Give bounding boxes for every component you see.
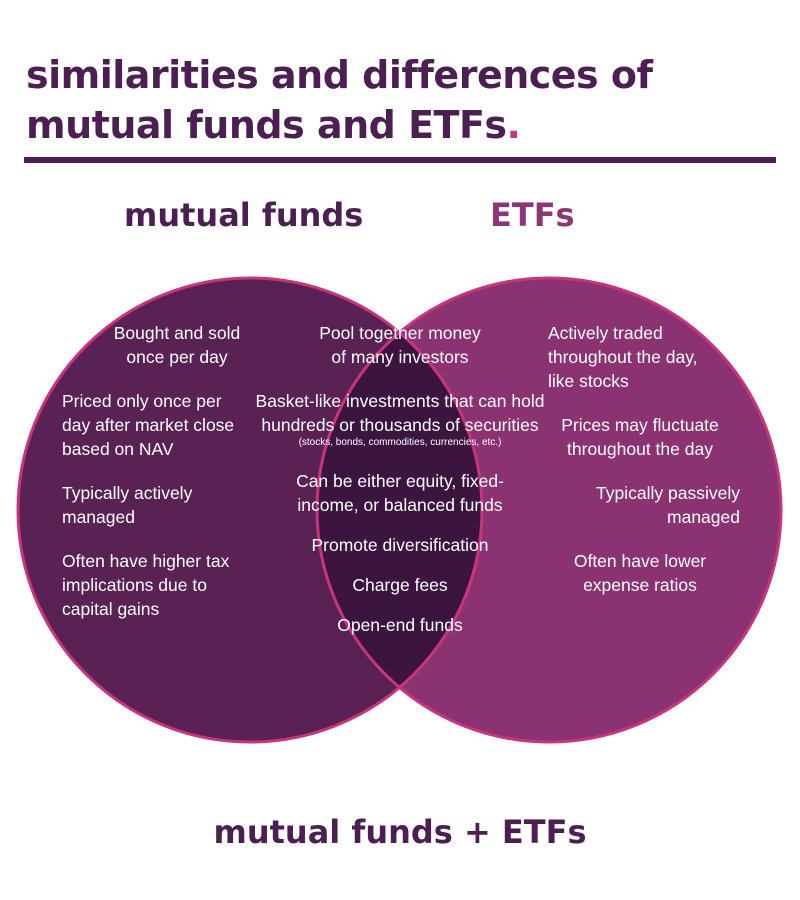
overlap-item: Pool together money of many investors bbox=[319, 323, 481, 367]
mutual-funds-item: Priced only once per day after market cl… bbox=[62, 391, 235, 459]
mutual-funds-item: Often have higher tax implications due t… bbox=[62, 551, 230, 619]
mutual-funds-list: Bought and sold once per day Priced only… bbox=[62, 321, 262, 621]
overlap-label: mutual funds + ETFs bbox=[213, 813, 587, 851]
mutual-funds-label: mutual funds bbox=[124, 196, 364, 234]
overlap-region bbox=[317, 278, 482, 742]
overlap-item: Can be either equity, fixed-income, or b… bbox=[296, 471, 504, 515]
etfs-outline bbox=[315, 276, 783, 744]
etfs-list: Actively traded throughout the day, like… bbox=[540, 321, 740, 617]
title-accent-dot: . bbox=[506, 103, 521, 147]
etfs-item: Actively traded throughout the day, like… bbox=[548, 323, 698, 391]
overlap-item-note: (stocks, bonds, commodities, currencies,… bbox=[298, 437, 502, 448]
etfs-item: Often have lower expense ratios bbox=[573, 551, 707, 595]
mutual-funds-item: Bought and sold once per day bbox=[113, 323, 241, 367]
etfs-label: ETFs bbox=[490, 196, 575, 234]
title-divider bbox=[24, 157, 776, 163]
overlap-item: Open-end funds bbox=[337, 615, 463, 635]
overlap-item: Basket-like investments that can hold hu… bbox=[255, 389, 545, 449]
page-title: similarities and differences of mutual f… bbox=[26, 50, 766, 150]
overlap-item: Promote diversification bbox=[311, 535, 489, 555]
page-title-text: similarities and differences of mutual f… bbox=[26, 53, 653, 147]
etfs-item: Prices may fluctuate throughout the day bbox=[561, 415, 719, 459]
overlap-item: Charge fees bbox=[352, 575, 448, 595]
mutual-funds-item: Typically actively managed bbox=[62, 483, 193, 527]
overlap-item-text: Basket-like investments that can hold hu… bbox=[255, 391, 545, 435]
mutual-funds-outline bbox=[16, 276, 484, 744]
overlap-list: Pool together money of many investors Ba… bbox=[255, 321, 545, 637]
etfs-item: Typically passively managed bbox=[596, 483, 740, 527]
